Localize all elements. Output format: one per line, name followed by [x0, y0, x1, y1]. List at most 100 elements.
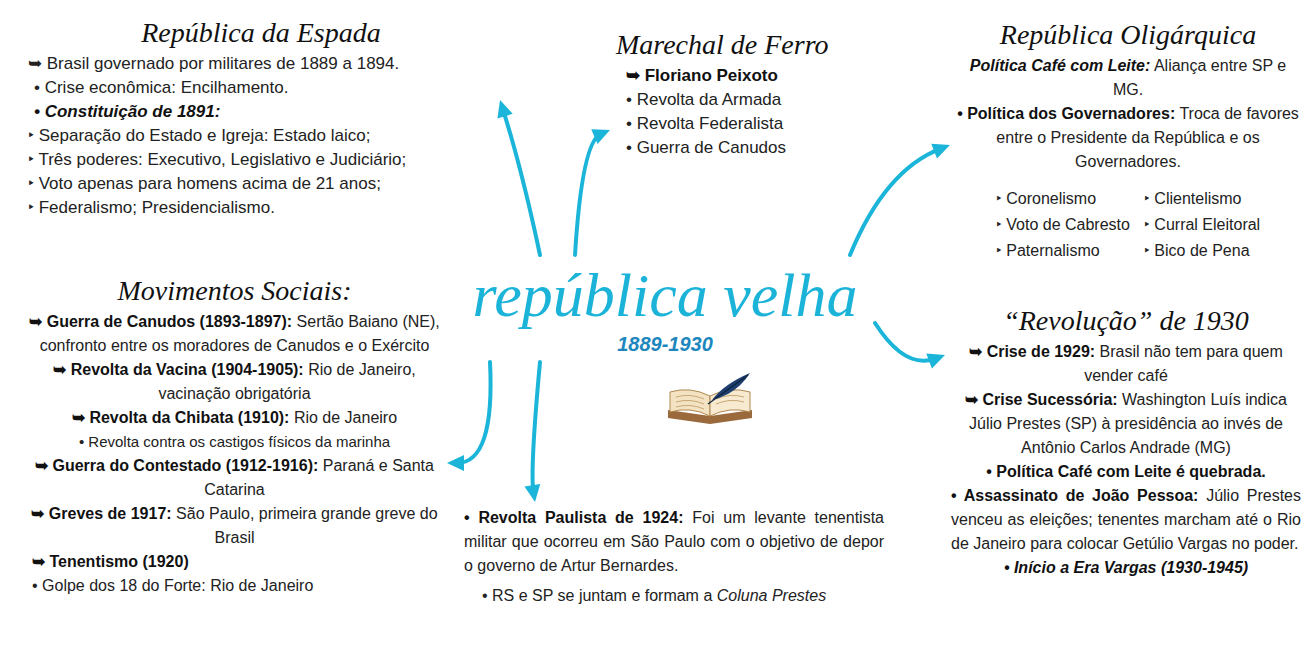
heading-text: República da Espada — [141, 17, 381, 48]
body-text: • Revolta Federalista — [626, 114, 783, 133]
book-page-right — [710, 390, 750, 416]
text-row: ➥ Floriano Peixoto — [616, 64, 836, 88]
text-row: ‣ Três poderes: Executivo, Legislativo e… — [28, 148, 494, 172]
text-row: ➥ Revolta da Vacina (1904-1905): Rio de … — [28, 358, 441, 406]
body-text: ‣ Clientelismo — [1144, 186, 1260, 212]
body-text: ‣ Paternalismo — [996, 238, 1130, 264]
heading-text: República Oligárquica — [1000, 19, 1256, 50]
body-text: ➥ Brasil governado por militares de 1889… — [28, 54, 399, 73]
curved-arrow — [447, 362, 491, 471]
body-text: • Revolta da Armada — [626, 90, 781, 109]
text-row: • RS e SP se juntam e formam a Coluna Pr… — [464, 584, 884, 608]
book-page-left — [670, 390, 710, 416]
body-text: • Revolta Paulista de 1924: — [464, 509, 683, 526]
body-text: ‣ Federalismo; Presidencialismo. — [28, 198, 275, 217]
curved-arrow — [875, 323, 945, 368]
text-row: 1889-1930 — [461, 331, 869, 358]
text-row: ➥ Crise de 1929: Brasil não tem para que… — [951, 340, 1301, 388]
connector-line — [875, 323, 936, 361]
text-row: ➥ Brasil governado por militares de 1889… — [28, 52, 494, 76]
text-row: ➥ Crise Sucessória: Washington Luís indi… — [951, 388, 1301, 460]
text-row: • Revolta Federalista — [616, 112, 836, 136]
body-text: ➥ Guerra do Contestado (1912-1916): — [35, 457, 318, 474]
body-text: • Início a Era Vargas (1930-1945) — [1004, 559, 1248, 576]
body-text: • Assassinato de João Pessoa: — [951, 487, 1198, 504]
body-text: ‣ Curral Eleitoral — [1144, 212, 1260, 238]
body-text: 1889-1930 — [617, 333, 713, 355]
body-text: • Política Café com Leite é quebrada. — [986, 463, 1265, 480]
body-text: ‣ Coronelismo — [996, 186, 1130, 212]
text-row: ‣ Voto apenas para homens acima de 21 an… — [28, 172, 494, 196]
connector-line — [457, 362, 491, 463]
topic-block: “Revolução” de 1930 ➥ Crise de 1929: Bras… — [945, 298, 1307, 584]
body-text: • Crise econômica: Encilhamento. — [34, 78, 288, 97]
central-topic: república velha 1889-1930 — [455, 255, 875, 362]
body-text: ➥ Floriano Peixoto — [626, 66, 778, 85]
text-row: Marechal de Ferro — [616, 26, 836, 64]
text-row: • Política Café com Leite é quebrada. — [951, 460, 1301, 484]
arrowhead — [524, 484, 540, 502]
body-text: ➥ Crise Sucessória: — [965, 391, 1118, 408]
body-text: • RS e SP se juntam e formam a — [482, 587, 712, 604]
body-text: ➥ Greves de 1917: — [31, 505, 171, 522]
body-text: ‣ Voto apenas para homens acima de 21 an… — [28, 174, 381, 193]
body-text: ‣ Três poderes: Executivo, Legislativo e… — [28, 150, 406, 169]
curved-arrow — [524, 362, 540, 502]
body-text: Rio de Janeiro — [294, 409, 397, 426]
connector-line — [575, 134, 601, 255]
text-row: ➥ Revolta da Chibata (1910): Rio de Jane… — [28, 406, 441, 430]
text-row: ➥ Greves de 1917: São Paulo, primeira gr… — [28, 502, 441, 550]
body-text: • Golpe dos 18 do Forte: Rio de Janeiro — [32, 577, 313, 594]
body-text: ‣ Separação do Estado e Igreja: Estado l… — [28, 126, 370, 145]
book-illustration — [662, 370, 758, 428]
curved-arrow — [575, 129, 610, 255]
heading-text: Movimentos Sociais: — [117, 275, 351, 306]
quill-shaft — [708, 375, 748, 404]
topic-block: República OligárquicaPolítica Café com L… — [950, 12, 1306, 268]
text-row: República da Espada — [28, 14, 494, 52]
body-text: Política Café com Leite: — [970, 57, 1151, 74]
text-row: ➥ Guerra do Contestado (1912-1916): Para… — [28, 454, 441, 502]
connector-line — [850, 149, 941, 255]
heading-text: “Revolução” de 1930 — [1003, 305, 1249, 336]
connector-line — [503, 110, 540, 255]
body-text: Brasil não tem para quem vender café — [1084, 343, 1283, 384]
body-text: • Revolta contra os castigos físicos da … — [79, 433, 390, 450]
body-text: • Guerra de Canudos — [626, 138, 786, 157]
text-row: • Golpe dos 18 do Forte: Rio de Janeiro — [28, 574, 441, 598]
curved-arrow — [850, 144, 950, 255]
body-text: • Política dos Governadores: — [957, 105, 1175, 122]
arrowhead — [497, 100, 512, 119]
text-row: república velha — [461, 259, 869, 331]
connector-line — [533, 362, 540, 492]
text-row: “Revolução” de 1930 — [951, 302, 1301, 340]
body-text: ➥ Tenentismo (1920) — [32, 553, 189, 570]
arrowhead — [931, 144, 950, 159]
topic-block: Movimentos Sociais: ➥ Guerra de Canudos (… — [22, 268, 447, 602]
text-row: • Revolta da Armada — [616, 88, 836, 112]
body-text: ‣ Bico de Pena — [1144, 238, 1260, 264]
topic-block: • Revolta Paulista de 1924: Foi um levan… — [458, 502, 890, 612]
body-text: ➥ Revolta da Vacina (1904-1905): — [53, 361, 303, 378]
topic-block: Marechal de Ferro ➥ Floriano Peixoto • Rev… — [610, 22, 842, 164]
text-row: Movimentos Sociais: — [28, 272, 441, 310]
body-text: ‣ Voto de Cabresto — [996, 212, 1130, 238]
arrowhead — [591, 129, 610, 144]
text-row: • Crise econômica: Encilhamento. — [28, 76, 494, 100]
text-row: • Assassinato de João Pessoa: Júlio Pres… — [951, 484, 1301, 556]
heading-text: Marechal de Ferro — [616, 29, 829, 60]
topic-block: República da Espada ➥ Brasil governado po… — [22, 10, 500, 224]
text-row: ➥ Guerra de Canudos (1893-1897): Sertão … — [28, 310, 441, 358]
text-row: República Oligárquica — [956, 16, 1300, 54]
body-text: • Constituição de 1891: — [34, 102, 220, 121]
text-row: • Guerra de Canudos — [616, 136, 836, 160]
body-text: Coluna Prestes — [717, 587, 826, 604]
body-text: ➥ Crise de 1929: — [969, 343, 1095, 360]
text-row: Política Café com Leite: Aliança entre S… — [956, 54, 1300, 102]
body-text: São Paulo, primeira grande greve do Bras… — [176, 505, 438, 546]
arrowhead — [447, 455, 464, 471]
body-text: ➥ Guerra de Canudos (1893-1897): — [29, 313, 292, 330]
text-row: • Política dos Governadores: Troca de fa… — [956, 102, 1300, 174]
heading-text: república velha — [472, 261, 857, 329]
